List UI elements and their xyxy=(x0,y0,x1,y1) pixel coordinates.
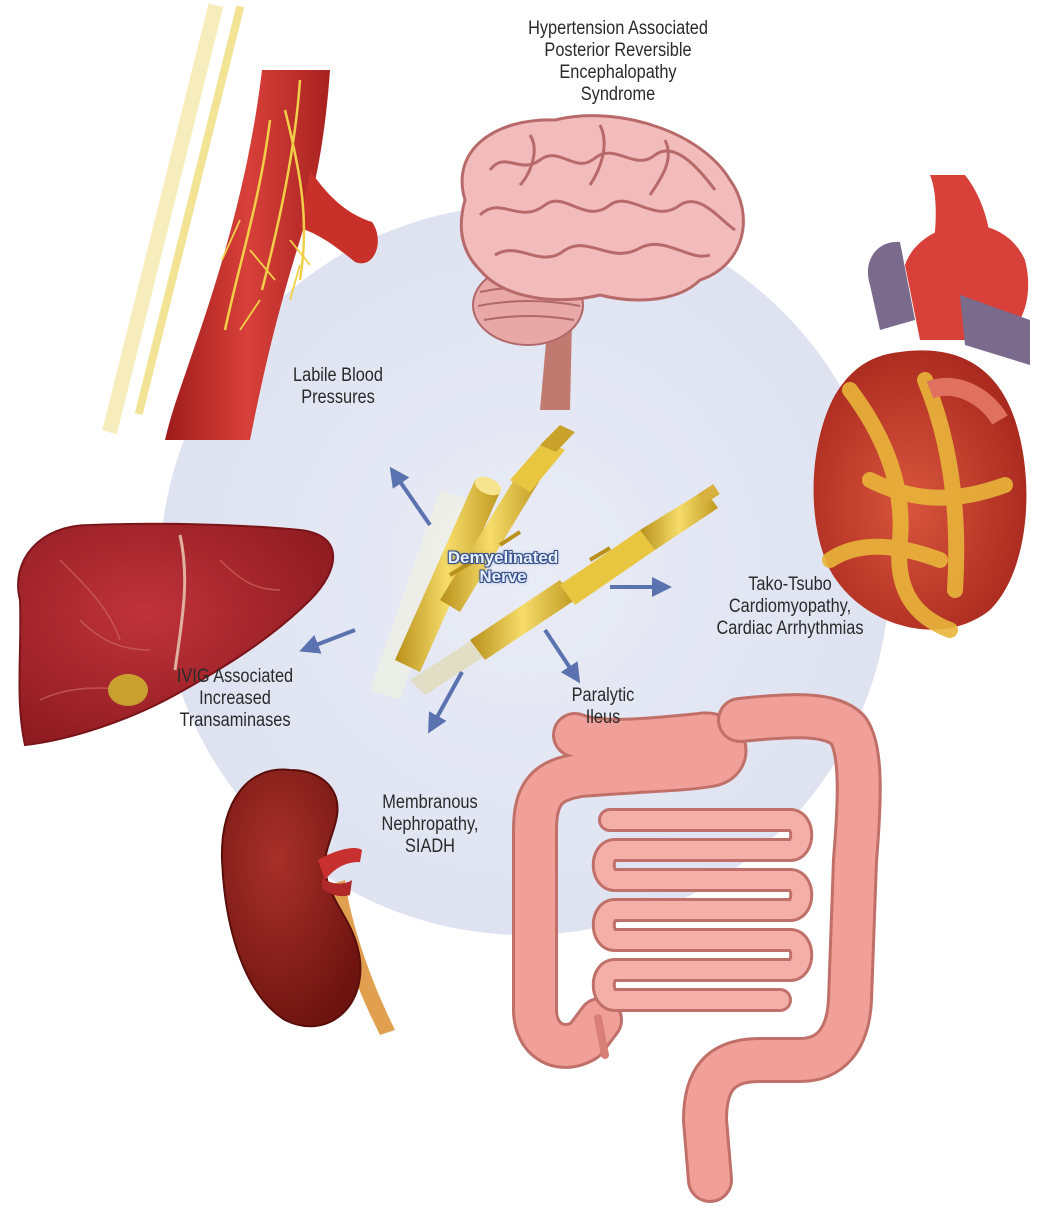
label-brain: Hypertension Associated Posterior Revers… xyxy=(498,18,739,106)
label-nerve: Demyelinated Nerve xyxy=(428,548,578,586)
heart-icon xyxy=(814,175,1030,630)
label-heart: Tako-Tsubo Cardiomyopathy, Cardiac Arrhy… xyxy=(695,574,884,640)
label-blood-pressure: Labile Blood Pressures xyxy=(278,365,398,409)
label-kidney: Membranous Nephropathy, SIADH xyxy=(366,792,495,858)
label-liver: IVIG Associated Increased Transaminases xyxy=(158,666,313,732)
label-intestine: Paralytic Ileus xyxy=(556,685,651,729)
